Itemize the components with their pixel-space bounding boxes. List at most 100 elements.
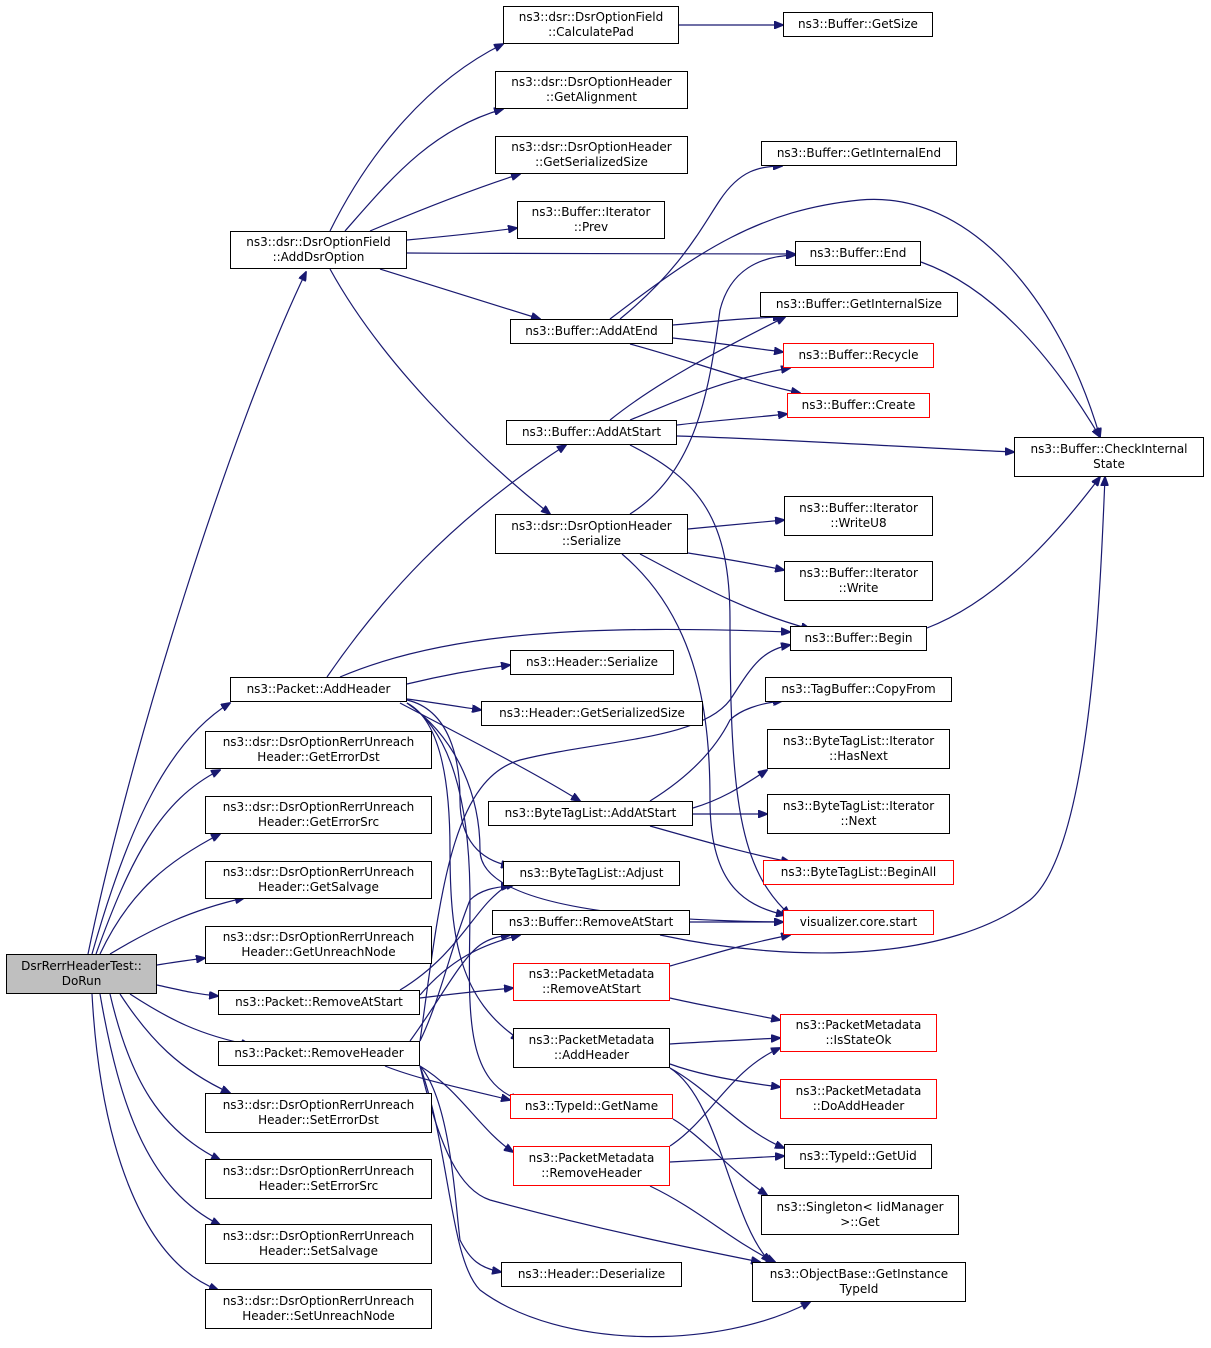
node-label-line: ns3::dsr::DsrOptionField <box>518 10 664 24</box>
edge-bufAddAtStart-to-vizStart <box>629 444 790 915</box>
node-label-line: ::HasNext <box>829 749 888 763</box>
node-pm-add-header[interactable]: ns3::PacketMetadata::AddHeader <box>513 1028 670 1068</box>
node-recycle[interactable]: ns3::Buffer::Recycle <box>783 343 934 368</box>
node-do-add-header[interactable]: ns3::PacketMetadata::DoAddHeader <box>780 1079 937 1119</box>
edge-root-to-getErrorSrc <box>99 834 220 955</box>
edge-pmRemoveHeader-to-isStateOk <box>669 1048 780 1147</box>
node-copy-from[interactable]: ns3::TagBuffer::CopyFrom <box>765 677 952 702</box>
node-get-serialized-size-opt[interactable]: ns3::dsr::DsrOptionHeader::GetSerialized… <box>495 136 688 174</box>
node-get-uid[interactable]: ns3::TypeId::GetUid <box>784 1144 932 1169</box>
edge-pmRemoveAtStart-to-isStateOk <box>669 997 780 1020</box>
edge-pktRemoveHeader-to-getInstanceTypeId <box>419 1065 760 1262</box>
node-label-line: ns3::Buffer::GetSize <box>798 17 918 31</box>
edge-pmAddHeader-to-isStateOk <box>669 1038 780 1045</box>
node-btl-add-at-start[interactable]: ns3::ByteTagList::AddAtStart <box>488 801 693 826</box>
node-label-line: ns3::PacketMetadata <box>528 1151 655 1165</box>
node-label-line: ns3::ByteTagList::Iterator <box>782 734 935 748</box>
node-buf-add-at-start[interactable]: ns3::Buffer::AddAtStart <box>506 420 677 445</box>
node-label-line: ns3::PacketMetadata <box>528 1033 655 1047</box>
node-label-line: TypeId <box>839 1282 879 1296</box>
node-get-alignment[interactable]: ns3::dsr::DsrOptionHeader::GetAlignment <box>495 71 688 109</box>
edge-addDsrOption-to-optSerialize <box>329 268 550 514</box>
node-pm-remove-header[interactable]: ns3::PacketMetadata::RemoveHeader <box>513 1146 670 1186</box>
node-get-internal-size[interactable]: ns3::Buffer::GetInternalSize <box>760 292 958 317</box>
node-iter-prev[interactable]: ns3::Buffer::Iterator::Prev <box>517 201 665 239</box>
node-label-line: ns3::dsr::DsrOptionRerrUnreach <box>222 865 415 879</box>
node-label-line: ns3::Buffer::AddAtStart <box>521 425 662 439</box>
node-label-line: ::RemoveAtStart <box>542 982 641 996</box>
node-pkt-remove-at-start[interactable]: ns3::Packet::RemoveAtStart <box>218 990 420 1015</box>
node-label-line: ns3::Buffer::Recycle <box>798 348 919 362</box>
edge-optSerialize-to-write <box>687 552 784 570</box>
edge-addAtEnd-to-recycle <box>672 337 783 352</box>
node-add-dsr-option[interactable]: ns3::dsr::DsrOptionField::AddDsrOption <box>230 231 407 269</box>
node-hdr-deserialize[interactable]: ns3::Header::Deserialize <box>501 1262 682 1287</box>
edge-bufAddAtStart-to-checkInternal <box>676 435 1014 452</box>
node-get-size[interactable]: ns3::Buffer::GetSize <box>783 12 933 37</box>
node-buf-remove-at-start[interactable]: ns3::Buffer::RemoveAtStart <box>492 910 690 935</box>
node-label-line: ::GetSerializedSize <box>535 155 648 169</box>
node-label-line: ::AddHeader <box>553 1048 629 1062</box>
node-label-line: ns3::Buffer::GetInternalSize <box>775 297 943 311</box>
edge-pktRemoveAtStart-to-pmRemoveAtStart <box>419 988 513 999</box>
edge-getName-to-singletonGet <box>672 1118 767 1195</box>
node-singleton-get[interactable]: ns3::Singleton< IidManager>::Get <box>761 1195 959 1235</box>
node-begin-all[interactable]: ns3::ByteTagList::BeginAll <box>763 860 954 885</box>
edge-pktRemoveHeader-to-getInstanceTypeId <box>419 1065 810 1338</box>
root-node-dsrrerrheadertest-dorun: DsrRerrHeaderTest::DoRun <box>6 954 157 994</box>
edge-addDsrOption-to-addAtEnd <box>379 268 540 319</box>
edge-btlAddAtStart-to-beginAll <box>649 825 790 862</box>
node-add-at-end[interactable]: ns3::Buffer::AddAtEnd <box>510 319 673 344</box>
node-label-line: State <box>1093 457 1125 471</box>
node-hdr-get-serialized-size[interactable]: ns3::Header::GetSerializedSize <box>481 701 703 726</box>
node-get-name[interactable]: ns3::TypeId::GetName <box>510 1094 673 1119</box>
node-pm-remove-at-start[interactable]: ns3::PacketMetadata::RemoveAtStart <box>513 963 670 1001</box>
edge-pmRemoveHeader-to-getUid <box>669 1156 784 1163</box>
node-is-state-ok[interactable]: ns3::PacketMetadata::IsStateOk <box>780 1014 937 1052</box>
node-viz-start[interactable]: visualizer.core.start <box>783 910 934 935</box>
node-label-line: ns3::PacketMetadata <box>795 1018 922 1032</box>
edge-addDsrOption-to-bufferEnd <box>406 253 795 254</box>
node-write[interactable]: ns3::Buffer::Iterator::Write <box>784 561 933 601</box>
node-label-line: ns3::dsr::DsrOptionRerrUnreach <box>222 800 415 814</box>
edge-bufRemoveAtStart-to-checkInternal <box>659 477 1105 954</box>
node-begin[interactable]: ns3::Buffer::Begin <box>790 626 927 651</box>
node-has-next[interactable]: ns3::ByteTagList::Iterator::HasNext <box>767 729 950 769</box>
node-pkt-remove-header[interactable]: ns3::Packet::RemoveHeader <box>218 1041 420 1066</box>
node-label-line: ns3::dsr::DsrOptionHeader <box>511 519 672 533</box>
node-label-line: ns3::Buffer::RemoveAtStart <box>508 915 674 929</box>
edge-addAtEnd-to-checkInternal <box>609 198 1100 437</box>
node-write-u8[interactable]: ns3::Buffer::Iterator::WriteU8 <box>784 496 933 536</box>
edge-root-to-pktAddHeader <box>91 703 230 955</box>
edge-btlAddAtStart-to-copyFrom <box>649 701 782 802</box>
node-get-internal-end[interactable]: ns3::Buffer::GetInternalEnd <box>761 141 957 166</box>
edge-addDsrOption-to-getSerializedSizeOpt <box>369 174 520 232</box>
node-next[interactable]: ns3::ByteTagList::Iterator::Next <box>767 794 950 834</box>
edge-addDsrOption-to-calculatePad <box>329 44 503 232</box>
node-label-line: ns3::Buffer::Iterator <box>531 205 651 219</box>
node-label-line: ns3::dsr::DsrOptionHeader <box>511 140 672 154</box>
node-label-line: ns3::Header::GetSerializedSize <box>499 706 685 720</box>
node-buffer-end[interactable]: ns3::Buffer::End <box>795 241 921 266</box>
node-opt-serialize[interactable]: ns3::dsr::DsrOptionHeader::Serialize <box>495 514 688 554</box>
node-adjust[interactable]: ns3::ByteTagList::Adjust <box>503 861 680 886</box>
node-create[interactable]: ns3::Buffer::Create <box>787 393 930 418</box>
node-calculate-pad[interactable]: ns3::dsr::DsrOptionField::CalculatePad <box>503 6 679 44</box>
edge-pmAddHeader-to-getUid <box>669 1067 784 1148</box>
node-hdr-serialize[interactable]: ns3::Header::Serialize <box>510 650 674 675</box>
edge-addDsrOption-to-iterPrev <box>406 228 517 241</box>
node-label-line: ns3::Packet::RemoveHeader <box>234 1046 404 1060</box>
node-pkt-add-header[interactable]: ns3::Packet::AddHeader <box>230 677 407 702</box>
edge-pktRemoveHeader-to-pmRemoveHeader <box>419 1065 513 1152</box>
